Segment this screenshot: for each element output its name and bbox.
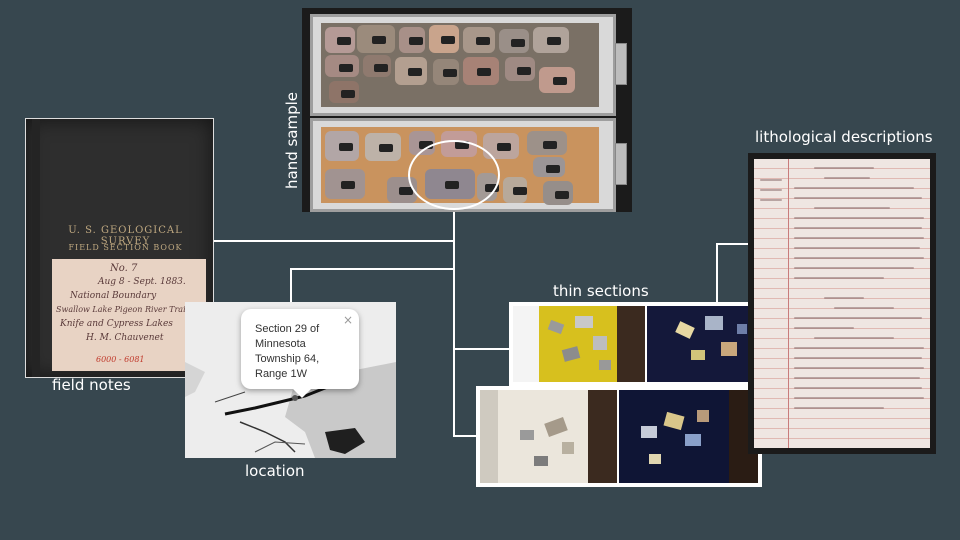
book-handwriting-line: Knife and Cypress Lakes [60,319,173,329]
connector-field-notes [212,240,455,242]
rock-sample [325,27,355,53]
rock-sample [363,55,391,77]
thin-section-plain-light [513,306,645,382]
close-icon[interactable]: × [342,313,353,327]
lithological-descriptions-page [748,153,936,454]
book-handwriting-line: Aug 8 - Sept. 1883. [98,277,186,287]
book-spine [32,119,40,377]
book-catalog-id: 6000 - 6081 [96,355,145,364]
thin-sections-slide-bottom [476,386,762,487]
rock-sample [399,27,425,53]
thin-section-polarized-light [619,390,758,483]
rock-sample [533,27,569,53]
book-label-paper: No. 7 Aug 8 - Sept. 1883. National Bound… [52,259,206,371]
connector-main-vertical [453,204,455,436]
rock-sample [325,131,359,161]
rock-sample [463,57,499,85]
connector-thin-sections-2 [453,435,478,437]
rock-sample [357,25,395,53]
field-notes-book: U. S. GEOLOGICAL SURVEY FIELD SECTION BO… [25,118,214,378]
river [254,441,306,453]
connector-thin-sections-1 [453,348,511,350]
rock-sample [325,55,359,77]
book-handwriting-line: H. M. Chauvenet [86,333,164,343]
rock-sample [325,169,365,199]
connector-location-v [290,268,292,304]
rock-sample [505,57,535,81]
popup-tip [292,388,312,398]
rock-sample [395,57,427,85]
connector-litho-h [716,243,750,245]
notebook-paper [754,159,930,448]
location-label: location [245,462,305,480]
popup-text: Section 29 of Minnesota Township 64, Ran… [255,323,320,380]
thin-section-plain-light [480,390,617,483]
connector-litho-v [716,243,718,303]
sample-drawer-top [310,14,627,116]
rock-sample [543,181,573,205]
thin-sections-label: thin sections [553,282,649,300]
rock-sample [463,27,495,53]
river [239,421,296,453]
map-popup: Section 29 of Minnesota Township 64, Ran… [241,309,359,389]
field-notes-label: field notes [52,376,131,394]
book-subtitle: FIELD SECTION BOOK [68,243,183,252]
rock-sample [539,67,575,93]
rock-sample [433,59,459,85]
rock-sample [499,29,529,53]
book-title: U. S. GEOLOGICAL SURVEY [68,225,183,247]
hand-sample-label: hand sample [283,91,301,189]
rock-sample [533,157,565,177]
river [214,391,246,403]
rock-sample [527,131,567,155]
landmass [325,428,365,454]
rock-sample [329,81,359,103]
thin-sections-slide-top [509,302,783,386]
book-handwriting-line: Swallow Lake Pigeon River Trail [56,305,189,314]
connector-location-h [290,268,455,270]
rock-sample [503,177,527,203]
landmass [185,362,205,397]
rock-sample [365,133,401,161]
book-handwriting-line: National Boundary [70,291,157,301]
highlight-ellipse [408,140,500,210]
rock-sample [429,25,459,53]
book-handwriting-line: No. 7 [110,263,138,274]
lithological-descriptions-label: lithological descriptions [755,128,933,146]
